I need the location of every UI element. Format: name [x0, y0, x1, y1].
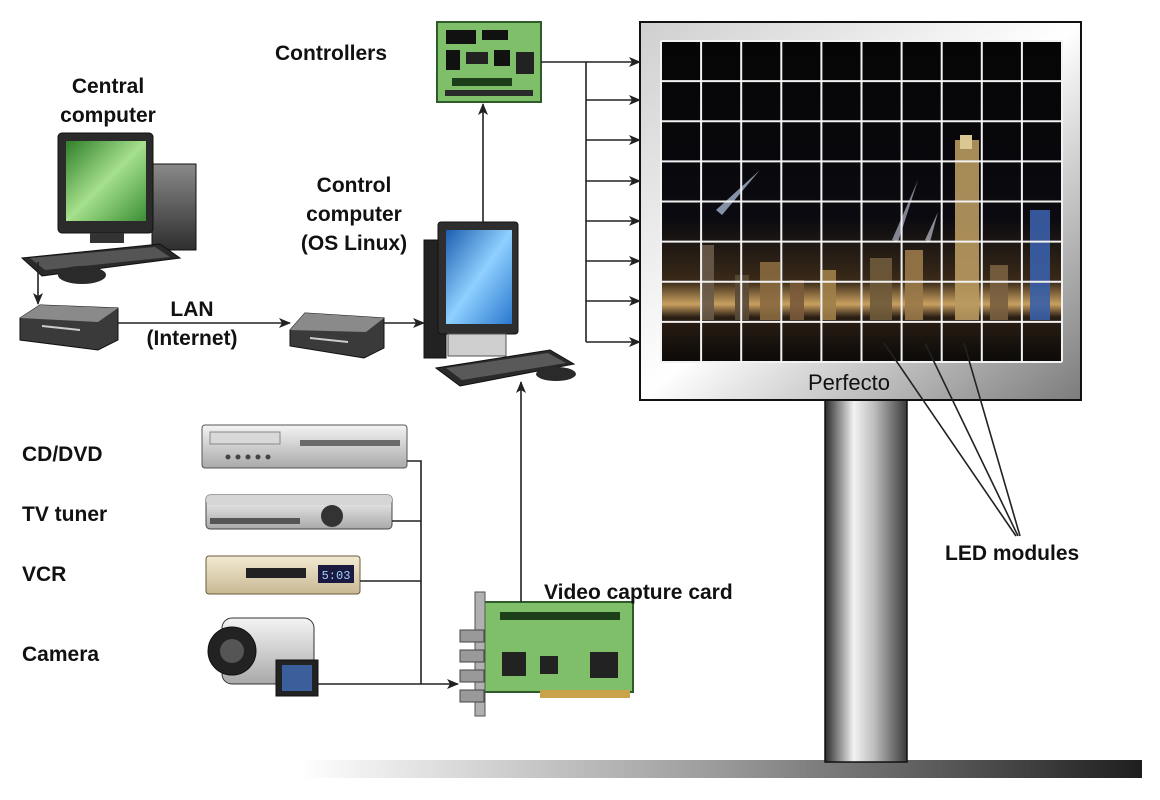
modem-left — [19, 304, 119, 351]
label-central-computer-line1: Central — [71, 75, 145, 98]
modem-right — [289, 312, 385, 359]
label-controllers: Controllers — [275, 42, 388, 65]
tv-tuner — [205, 494, 393, 530]
control-computer — [423, 221, 576, 387]
label-video-capture-card: Video capture card — [544, 581, 733, 604]
line-cd-dvd — [407, 460, 422, 684]
led-billboard — [639, 21, 1082, 401]
pointer-led-3 — [963, 342, 1021, 537]
led-module-grid — [660, 40, 1063, 363]
label-control-computer-line2: computer — [306, 203, 402, 226]
label-lan-line2: (Internet) — [146, 327, 238, 350]
screen-brand: Perfecto — [808, 370, 890, 395]
label-vcr: VCR — [22, 563, 67, 586]
city-skyline — [700, 135, 1050, 320]
controller-board — [436, 21, 542, 103]
label-lan: LAN (Internet) — [122, 295, 262, 353]
label-control-computer-line1: Control — [316, 174, 392, 197]
label-tv-tuner: TV tuner — [22, 503, 108, 526]
billboard-pole — [824, 397, 908, 763]
video-capture-card — [459, 591, 634, 717]
pointer-led-2 — [924, 342, 1019, 537]
label-camera: Camera — [22, 643, 100, 666]
label-control-computer: Control computer (OS Linux) — [278, 171, 430, 258]
cd-dvd-player — [201, 424, 408, 469]
label-led-modules: LED modules — [945, 542, 1080, 565]
floor-shadow — [300, 760, 1142, 778]
central-computer — [20, 132, 197, 284]
label-central-computer: Central computer — [28, 72, 188, 130]
label-control-computer-line3: (OS Linux) — [300, 232, 408, 255]
controller-output-arrows — [586, 57, 641, 347]
pointer-led-1 — [883, 342, 1017, 537]
vcr: 5:03 — [205, 555, 361, 595]
camera — [207, 617, 319, 697]
label-central-computer-line2: computer — [60, 104, 156, 127]
label-lan-line1: LAN — [170, 298, 214, 321]
line-controllers-bus — [541, 61, 587, 342]
vcr-counter: 5:03 — [322, 569, 351, 583]
label-cd-dvd: CD/DVD — [22, 443, 103, 466]
